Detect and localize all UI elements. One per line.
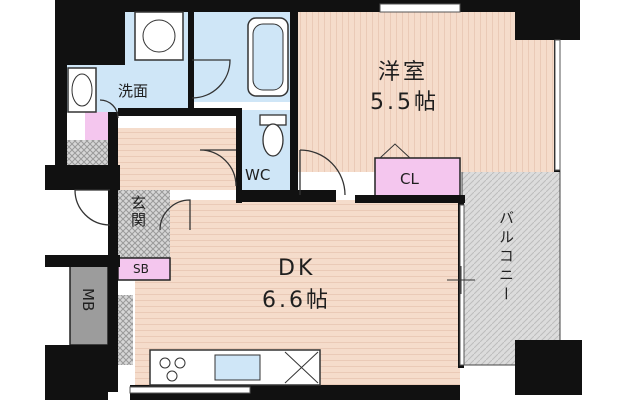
hallway-floor [118, 128, 236, 190]
balcony-name: バルコニー [497, 210, 515, 305]
washbasin [67, 67, 97, 113]
balcony-area [462, 170, 560, 365]
shoe-box-name: SB [133, 262, 149, 276]
dk-name: DK [278, 256, 316, 281]
toilet [259, 114, 287, 157]
western-room-name: 洋室 [378, 60, 429, 85]
dk-size: 6.6帖 [262, 288, 331, 313]
doors [74, 59, 346, 231]
western-room-floor [296, 12, 554, 172]
kitchen-counter [149, 349, 321, 386]
washroom-name: 洗面 [118, 82, 149, 100]
washing-machine-space [134, 11, 184, 61]
wc-name: WC [245, 166, 271, 184]
walls [45, 0, 582, 400]
closet-floor [374, 157, 461, 199]
bath-tub [247, 17, 289, 97]
closet-name: CL [400, 170, 419, 188]
entrance-floor [118, 190, 170, 260]
windows [129, 3, 561, 394]
entrance-name: 玄関 [129, 195, 147, 229]
meter-box-name: MB [79, 288, 97, 312]
western-room-size: 5.5帖 [370, 90, 439, 115]
